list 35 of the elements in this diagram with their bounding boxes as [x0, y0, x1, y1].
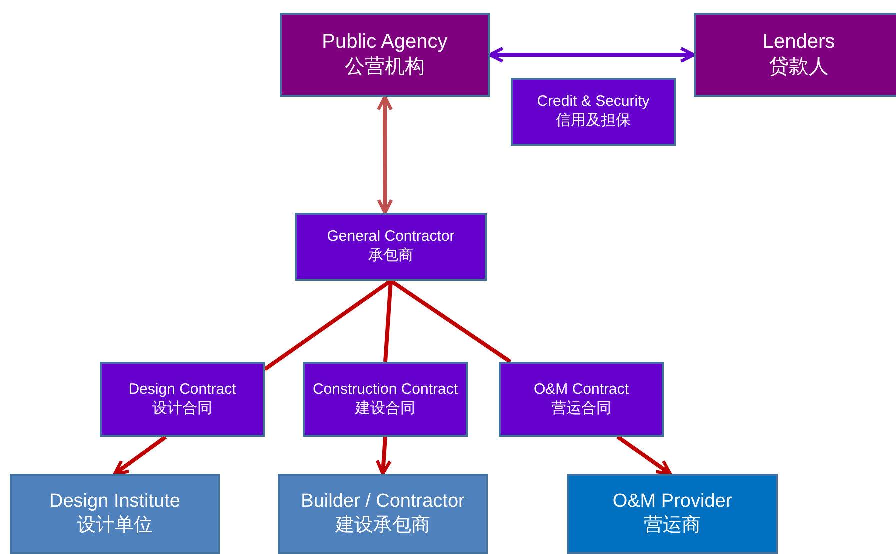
- node-subtitle: 设计单位: [77, 514, 153, 538]
- node-subtitle: 承包商: [368, 247, 414, 266]
- party-box: [278, 474, 488, 554]
- node-subtitle: 贷款人: [769, 55, 829, 80]
- party-box: [567, 474, 778, 554]
- connector-arrow: [376, 436, 392, 476]
- node-title: O&M Contract: [534, 380, 630, 400]
- agency-box: [280, 13, 490, 97]
- connector-arrow: [113, 435, 168, 476]
- node-title: Construction Contract: [312, 380, 458, 400]
- connector-arrow: [377, 95, 394, 215]
- contract-box: [499, 362, 664, 437]
- node-subtitle: 营运商: [644, 514, 701, 538]
- node-subtitle: 建设承包商: [336, 514, 430, 538]
- contractor-box: [295, 213, 487, 281]
- node-subtitle: 建设合同: [356, 400, 416, 418]
- lenders-box: [694, 13, 896, 97]
- node-title: O&M Provider: [612, 490, 732, 514]
- party-box: [10, 474, 220, 554]
- credit-box: [511, 78, 676, 146]
- connector-arrow: [616, 435, 672, 476]
- node-title: Builder / Contractor: [301, 490, 465, 514]
- node-title: Public Agency: [322, 30, 448, 55]
- node-title: Credit & Security: [537, 93, 650, 112]
- node-title: General Contractor: [327, 228, 455, 247]
- contract-box: [303, 362, 468, 437]
- node-subtitle: 信用及担保: [556, 112, 631, 131]
- node-title: Lenders: [762, 30, 836, 55]
- node-title: Design Institute: [50, 490, 180, 514]
- node-title: Design Contract: [128, 380, 236, 400]
- contract-box: [100, 362, 265, 437]
- node-subtitle: 公营机构: [345, 55, 425, 80]
- node-subtitle: 营运合同: [552, 400, 612, 418]
- node-subtitle: 设计合同: [152, 400, 212, 418]
- connector-arrow: [488, 47, 696, 63]
